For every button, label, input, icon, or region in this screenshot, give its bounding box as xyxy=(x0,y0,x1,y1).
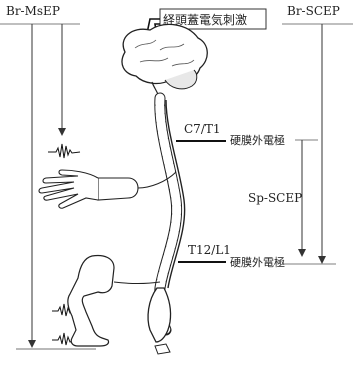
arm-mep-waveform xyxy=(48,144,80,158)
br-msep-long-arrowhead xyxy=(28,340,36,348)
br-msep-label: Br-MsEP xyxy=(6,4,60,18)
lower-electrode-label: 硬膜外電極 xyxy=(230,255,285,269)
leg-illustration xyxy=(68,256,160,347)
brain-illustration xyxy=(122,24,207,100)
c7-t1-label: C7/T1 xyxy=(184,122,221,136)
br-scep-arrowhead xyxy=(318,256,326,264)
sp-scep-arrowhead xyxy=(298,249,306,257)
arm-hand-illustration xyxy=(39,170,176,208)
spinal-column xyxy=(148,98,185,354)
t12-l1-label: T12/L1 xyxy=(188,243,231,257)
upper-electrode-label: 硬膜外電極 xyxy=(230,133,285,147)
sp-scep-label: Sp-SCEP xyxy=(248,191,302,205)
br-scep-label: Br-SCEP xyxy=(287,4,340,18)
br-msep-short-arrowhead xyxy=(58,128,66,136)
